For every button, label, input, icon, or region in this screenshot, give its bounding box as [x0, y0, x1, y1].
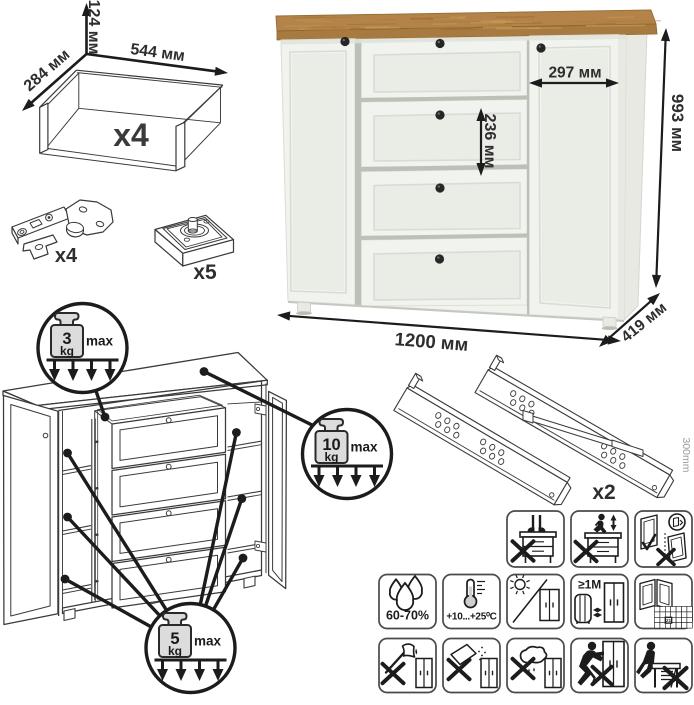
svg-text:297 мм: 297 мм — [548, 65, 601, 82]
svg-text:max: max — [86, 334, 114, 349]
svg-text:max: max — [194, 634, 222, 649]
svg-text:≥1М: ≥1М — [578, 578, 601, 592]
svg-text:+10...+25⁰С: +10...+25⁰С — [446, 612, 496, 623]
svg-text:max: max — [350, 440, 378, 455]
svg-text:x5: x5 — [193, 261, 217, 284]
svg-text:x2: x2 — [592, 481, 615, 504]
svg-text:124 мм: 124 мм — [85, 0, 102, 54]
svg-text:10: 10 — [322, 436, 340, 454]
svg-text:300mm: 300mm — [680, 437, 692, 472]
svg-text:5: 5 — [170, 630, 179, 648]
svg-text:x4: x4 — [113, 117, 149, 153]
svg-text:kg: kg — [324, 450, 338, 464]
svg-text:x4: x4 — [55, 245, 78, 267]
svg-text:236 мм: 236 мм — [481, 114, 498, 169]
svg-text:kg: kg — [60, 344, 74, 358]
svg-text:21: 21 — [666, 618, 672, 624]
svg-text:993 мм: 993 мм — [668, 94, 687, 152]
svg-text:3: 3 — [62, 330, 71, 348]
svg-text:60-70%: 60-70% — [386, 609, 429, 623]
svg-text:kg: kg — [168, 644, 182, 658]
